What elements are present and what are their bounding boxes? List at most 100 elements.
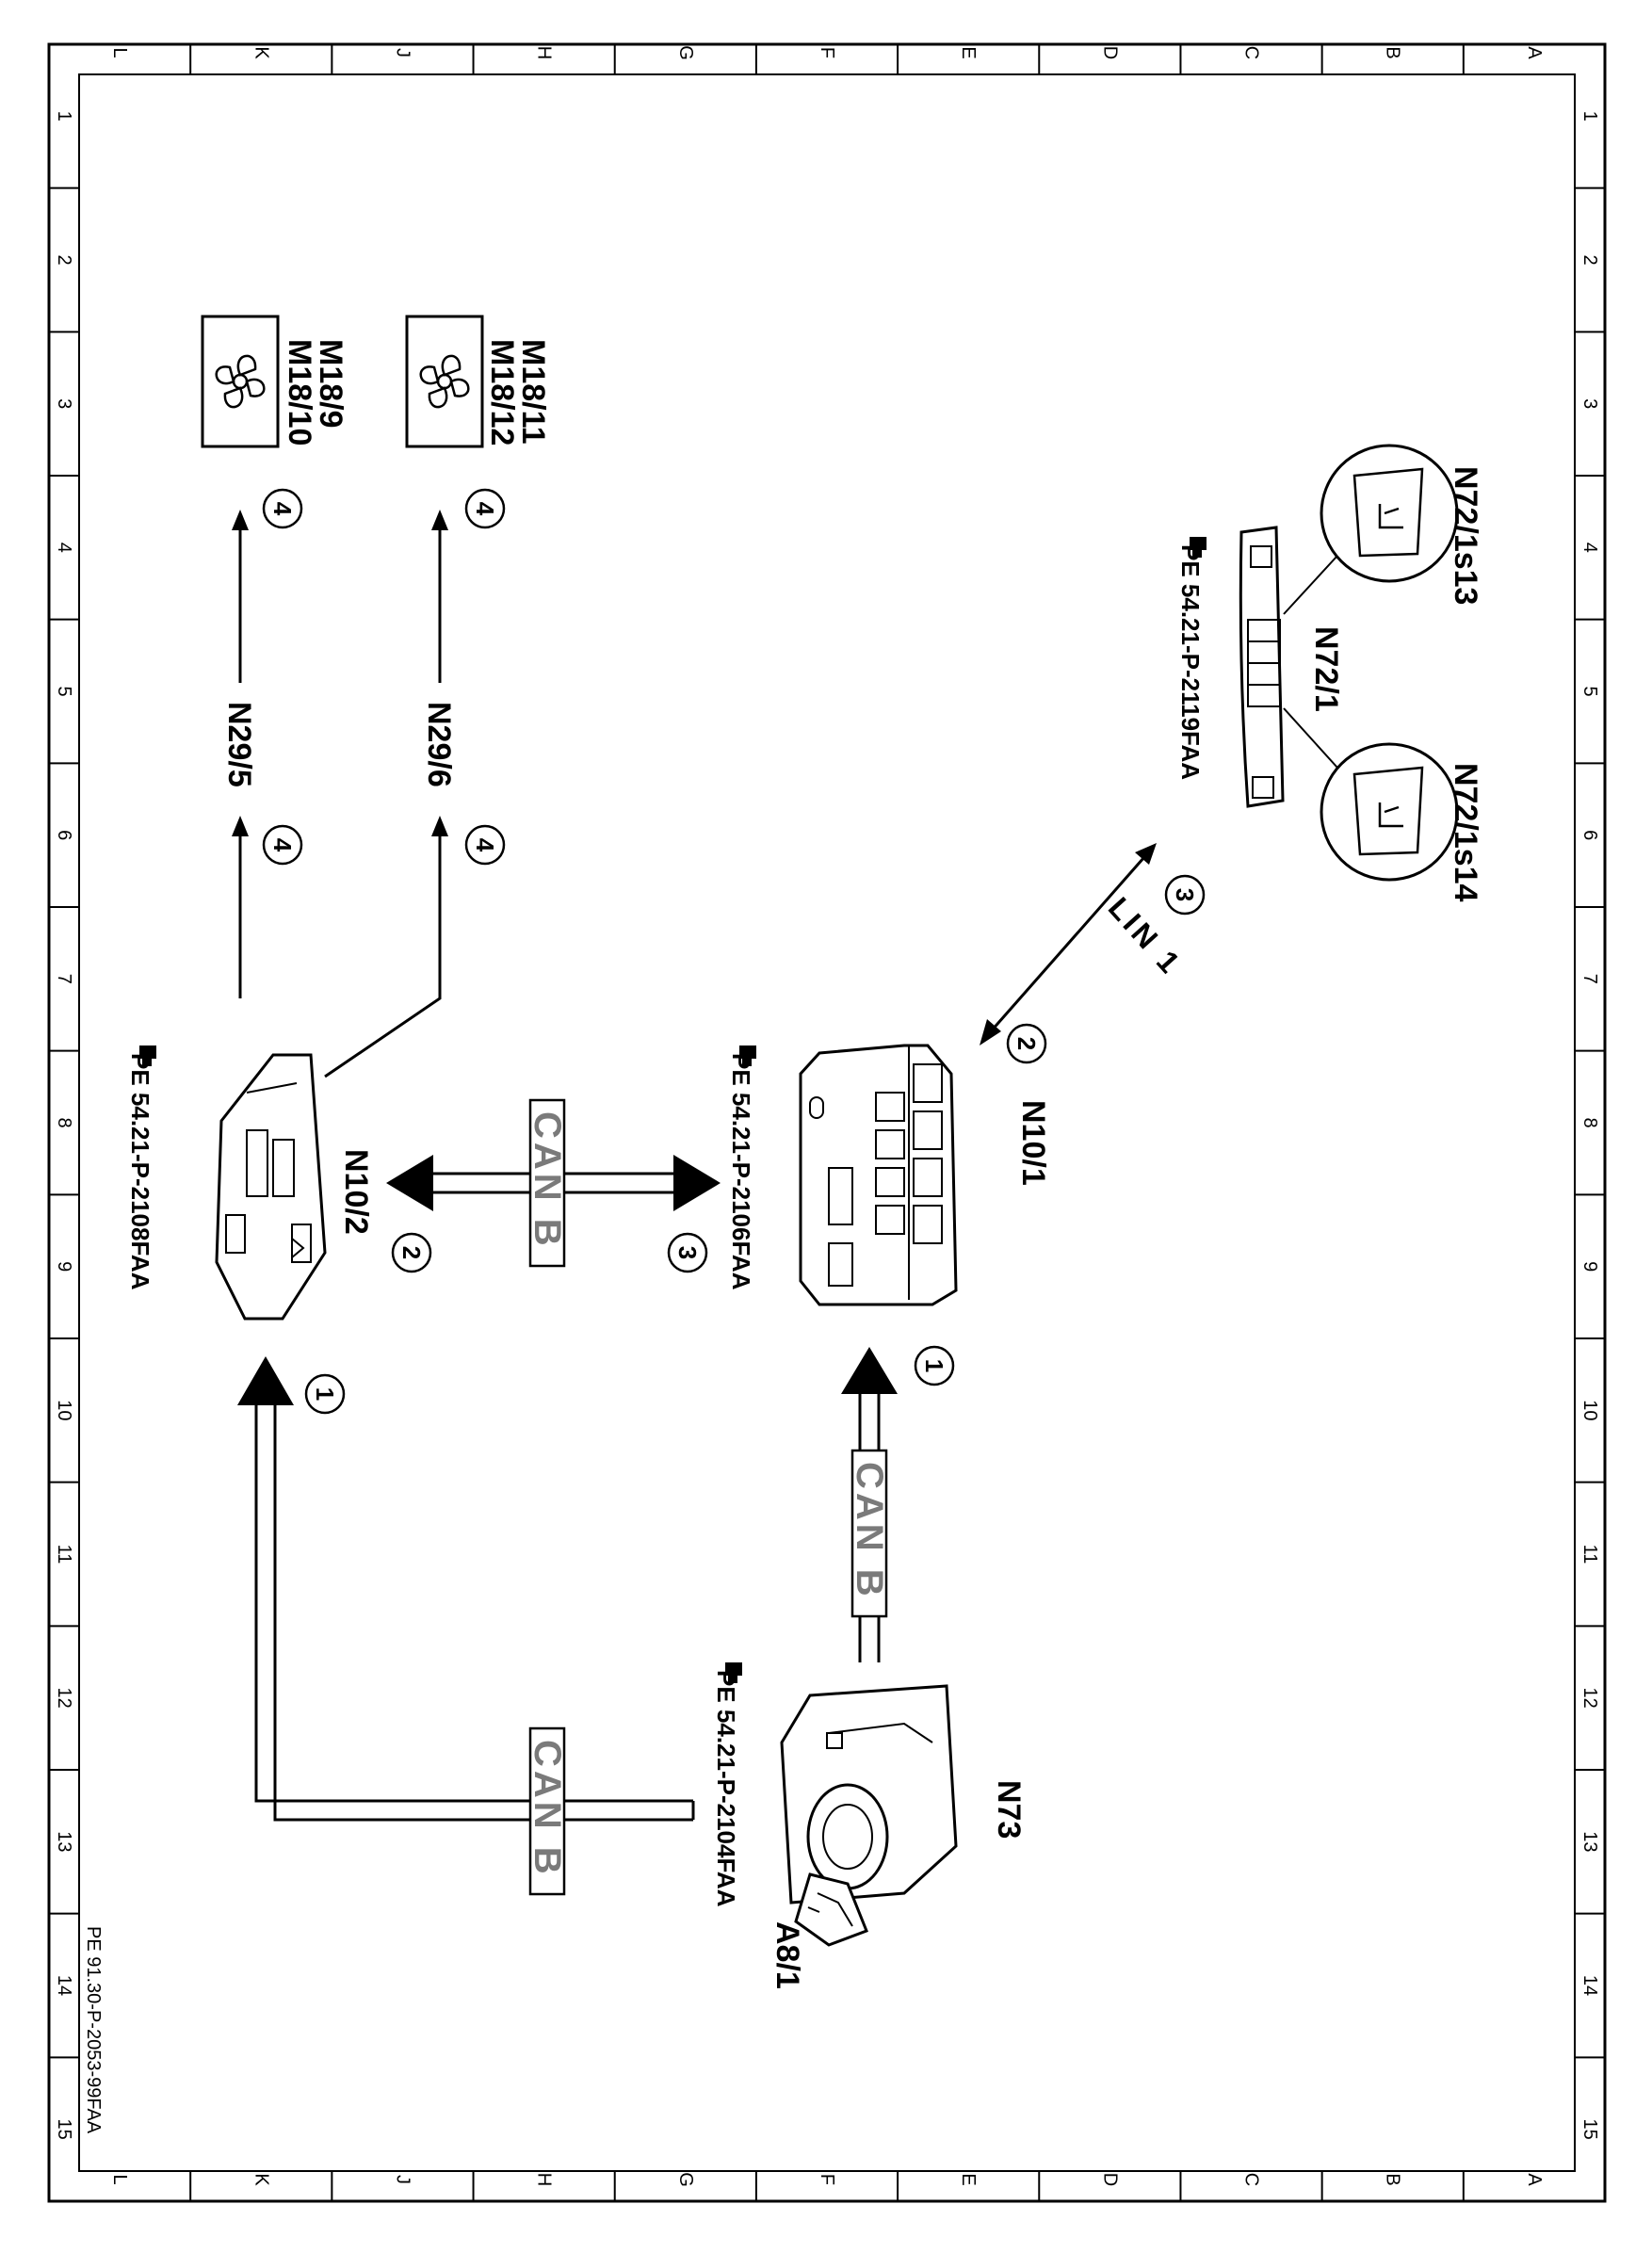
arrow-head xyxy=(673,1155,721,1211)
label-n10-2: N10/2 xyxy=(338,1149,374,1235)
grid-row-label: 5 xyxy=(1579,686,1600,696)
blower-fan-m18-11-m18-12 xyxy=(405,315,484,448)
blower-fan-m18-9-m18-10 xyxy=(201,315,280,448)
grid-row-label: 7 xyxy=(1579,974,1600,984)
label-n10-1: N10/1 xyxy=(1015,1100,1051,1186)
grid-row-label: 5 xyxy=(54,686,74,696)
seat-icon xyxy=(1378,504,1403,529)
label-m18-11: M18/11 xyxy=(515,339,551,445)
bus-label-can-b: CAN B xyxy=(526,1740,568,1878)
n10-2-module xyxy=(215,1053,327,1321)
grid-row-label: 15 xyxy=(54,2119,74,2140)
grid-row-label: 10 xyxy=(54,1400,74,1420)
step-1-n10-1: 1 xyxy=(920,1359,948,1372)
grid-row-label: 12 xyxy=(54,1688,74,1709)
arrow-head xyxy=(841,1347,898,1394)
grid-row-label: 4 xyxy=(1579,543,1600,553)
grid-row-label: 3 xyxy=(54,398,74,409)
grid-row-label: 9 xyxy=(54,1261,74,1272)
hand-icon xyxy=(139,1045,156,1066)
bus-label-can-b: CAN B xyxy=(526,1111,568,1250)
grid-row-label: 14 xyxy=(1579,1975,1600,1996)
n72-1s14-switch xyxy=(1283,707,1459,882)
step-circles xyxy=(262,488,1206,1415)
reference-n72-1: PE 54.21-P-2119FAA xyxy=(1176,544,1205,780)
grid-row-label: 9 xyxy=(1579,1261,1600,1272)
grid-row-label: 8 xyxy=(54,1117,74,1127)
inner-frame xyxy=(78,73,1576,2172)
grid-row-label: 2 xyxy=(1579,254,1600,265)
grid-row-label: 1 xyxy=(1579,111,1600,122)
grid-row-label: 12 xyxy=(1579,1688,1600,1709)
step-3-can: 3 xyxy=(673,1246,702,1259)
step-3-lin: 3 xyxy=(1171,888,1199,901)
grid-column-label: J xyxy=(392,2175,413,2184)
grid-column-label: K xyxy=(251,46,271,59)
n72-1s13-switch xyxy=(1283,444,1459,615)
can-b-label-box xyxy=(850,1449,888,1618)
can-b-bus-n73-n10-2 xyxy=(237,1356,695,1896)
grid-column-label: E xyxy=(958,46,979,58)
lin-1-connection xyxy=(980,843,1157,1045)
hand-icon xyxy=(739,1045,756,1066)
n72-1-control-panel xyxy=(1239,526,1285,808)
label-n73: N73 xyxy=(991,1780,1027,1839)
grid-column-label: E xyxy=(958,2173,979,2185)
grid-column-label: B xyxy=(1383,46,1403,58)
label-m18-9: M18/9 xyxy=(313,339,348,429)
grid-row-label: 3 xyxy=(1579,398,1600,409)
step-4-n29-6: 4 xyxy=(471,838,499,852)
grid-row-label: 7 xyxy=(54,974,74,984)
arrow-head xyxy=(386,1155,433,1211)
label-m18-10: M18/10 xyxy=(282,339,317,446)
label-n29-5: N29/5 xyxy=(221,702,257,787)
label-a8-1: A8/1 xyxy=(769,1921,805,1989)
grid-row-label: 15 xyxy=(1579,2119,1600,2140)
grid-row-label: 8 xyxy=(1579,1117,1600,1127)
document-id: PE 91.30-P-2053-99FAA xyxy=(83,1926,104,2134)
reference-n73: PE 54.21-P-2104FAA xyxy=(712,1670,740,1907)
grid-row-label: 1 xyxy=(54,111,74,122)
label-n72-1s14: N72/1s14 xyxy=(1448,763,1483,902)
line-n10-2-to-n29-5 xyxy=(232,510,249,998)
can-b-bus-n73-n10-1 xyxy=(841,1347,898,1662)
grid-column-label: G xyxy=(675,2172,696,2187)
grid-row-label: 13 xyxy=(54,1831,74,1852)
grid-row-label: 13 xyxy=(1579,1831,1600,1852)
hand-icon xyxy=(1190,537,1207,558)
grid-column-label: H xyxy=(534,2173,555,2186)
label-n72-1: N72/1 xyxy=(1308,626,1344,712)
step-2-n10-2: 2 xyxy=(397,1246,426,1259)
grid-column-label: K xyxy=(251,2173,271,2186)
step-4-n29-5: 4 xyxy=(268,838,297,852)
grid-column-label: J xyxy=(392,48,413,57)
step-2-n10-1: 2 xyxy=(1012,1037,1041,1050)
outer-frame xyxy=(47,42,1607,2203)
can-b-label-box xyxy=(528,1098,566,1268)
step-4-fan: 4 xyxy=(471,502,499,516)
n10-1-module xyxy=(799,1044,958,1306)
grid-row-label: 6 xyxy=(1579,830,1600,840)
grid-column-label: D xyxy=(1099,46,1120,59)
can-b-label-box xyxy=(528,1726,566,1896)
reference-n10-2: PE 54.21-P-2108FAA xyxy=(126,1053,154,1290)
grid-column-label: G xyxy=(675,45,696,60)
grid-column-label: C xyxy=(1241,46,1262,59)
grid-column-label: A xyxy=(1524,2173,1545,2186)
grid-row-label: 10 xyxy=(1579,1400,1600,1420)
arrow-head xyxy=(237,1356,294,1405)
reference-n10-1: PE 54.21-P-2106FAA xyxy=(727,1053,755,1290)
grid-ticks xyxy=(49,44,1605,2201)
grid-column-label: B xyxy=(1383,2173,1403,2185)
grid-column-label: F xyxy=(817,47,837,58)
grid-row-label: 11 xyxy=(54,1545,74,1564)
a8-1-key-icon xyxy=(794,1783,889,1947)
grid-column-label: D xyxy=(1099,2173,1120,2186)
label-n29-6: N29/6 xyxy=(421,702,457,787)
grid-row-label: 4 xyxy=(54,543,74,553)
grid-row-label: 6 xyxy=(54,830,74,840)
grid-column-label: L xyxy=(109,2174,130,2184)
